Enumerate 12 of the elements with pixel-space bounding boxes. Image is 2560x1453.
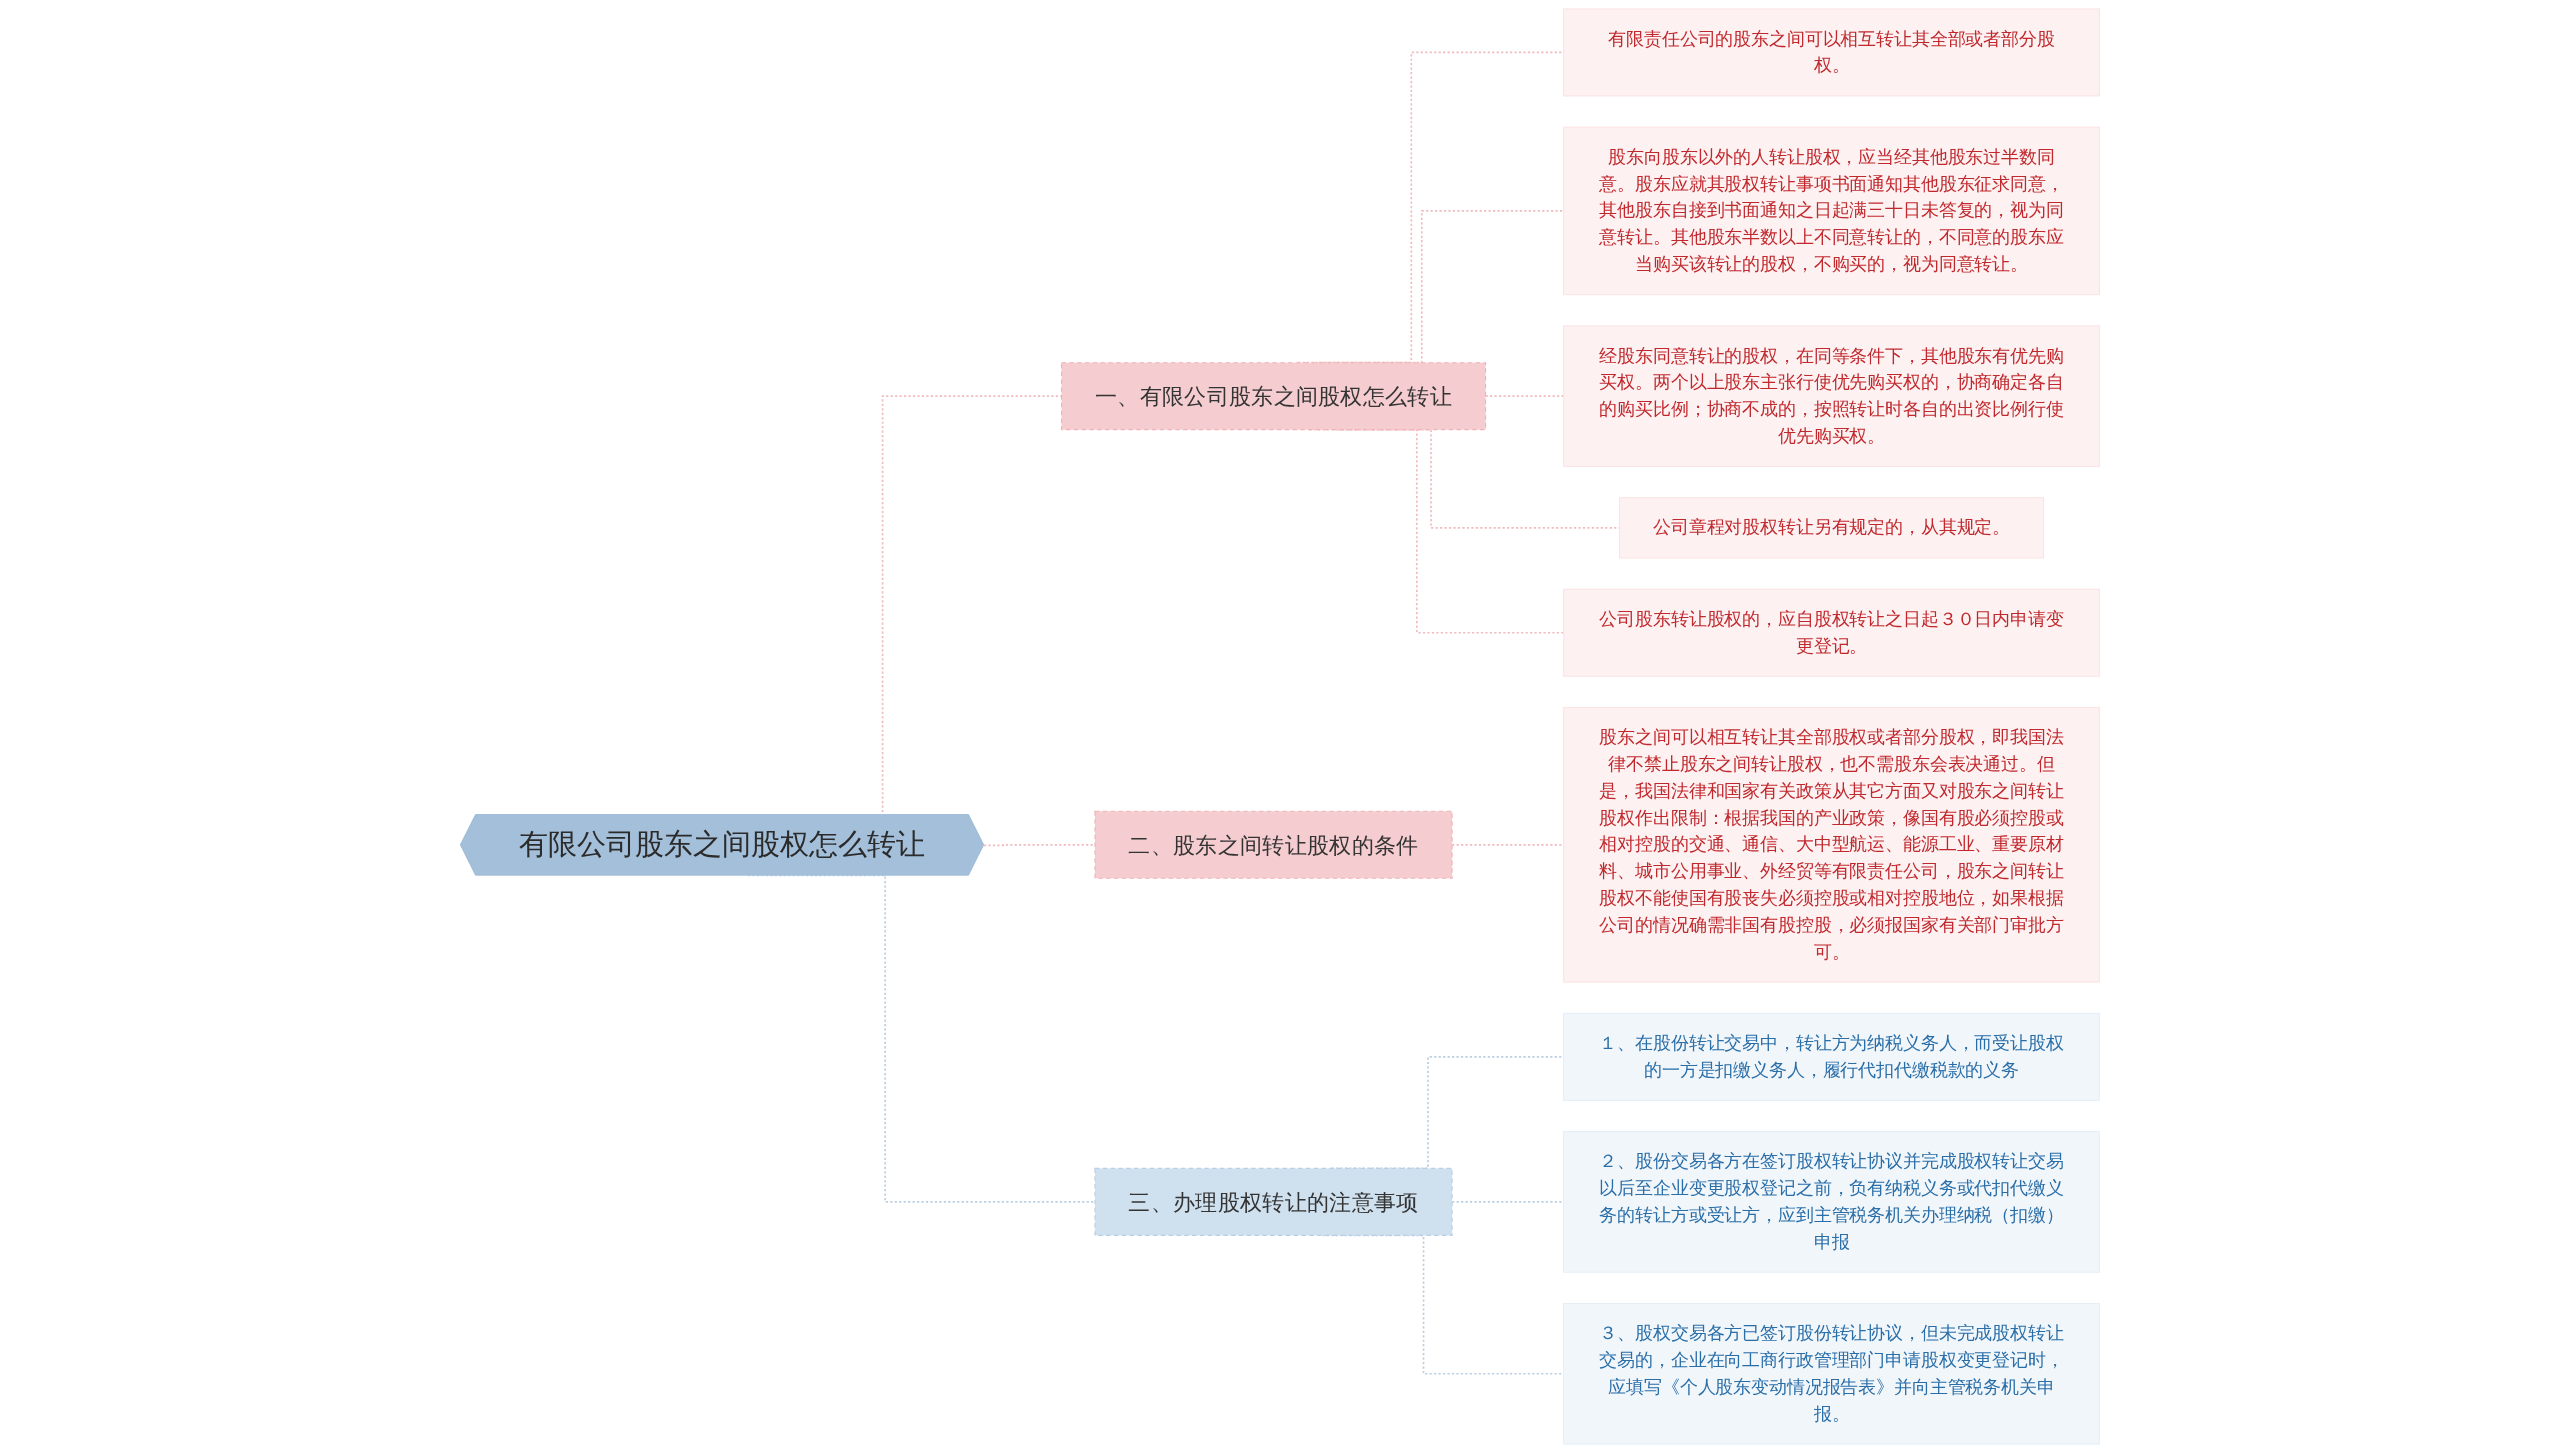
node-box: 有限责任公司的股东之间可以相互转让其全部或者部分股权。 (1563, 8, 2100, 97)
node-box: 公司股东转让股权的，应自股权转让之日起３０日内申请变更登记。 (1563, 588, 2100, 677)
node-box: 股东向股东以外的人转让股权，应当经其他股东过半数同意。股东应就其股权转让事项书面通知其他股东征求同意，其他股东自接到书面通知之日起满三十日未答复的，视为同意转让。其他股东半数以上不同意转让的，不同意的股东应当购买该转让的股权，不购买的，视为同意转让。 (1563, 126, 2100, 296)
node-box: 股东之间可以相互转让其全部股权或者部分股权，即我国法律不禁止股东之间转让股权，也不需股东会表决通过。但是，我国法律和国家有关政策从其它方面又对股东之间转让股权作出限制：根据我国的产业政策，像国有股必须控股或相对控股的交通、通信、大中型航运、能源工业、重要原材料、城市公用事业、外经贸等有限责任公司，股东之间转让股权不能使国有股丧失必须控股或相对控股地位，如果根据公司的情况确需非国有股控股，必须报国家有关部门审批方可。 (1563, 706, 2100, 983)
node-box: ２、股份交易各方在签订股权转让协议并完成股权转让交易以后至企业变更股权登记之前，负有纳税义务或代扣代缴义务的转让方或受让方，应到主管税务机关办理纳税（扣缴）申报 (1563, 1131, 2100, 1273)
node-box: 经股东同意转让的股权，在同等条件下，其他股东有优先购买权。两个以上股东主张行使优先购买权的，协商确定各自的购买比例；协商不成的，按照转让时各自的出资比例行使优先购买权。 (1563, 325, 2100, 468)
node-box: 二、股东之间转让股权的条件 (1094, 810, 1453, 879)
node-box: ３、股权交易各方已签订股份转让协议，但未完成股权转让交易的，企业在向工商行政管理部门申请股权变更登记时，应填写《个人股东变动情况报告表》并向主管税务机关申报。 (1563, 1302, 2100, 1445)
node-box: 一、有限公司股东之间股权怎么转让 (1060, 362, 1487, 431)
node-box: 公司章程对股权转让另有规定的，从其规定。 (1618, 497, 2045, 559)
node-box: 三、办理股权转让的注意事项 (1094, 1167, 1453, 1236)
node-box: １、在股份转让交易中，转让方为纳税义务人，而受让股权的一方是扣缴义务人，履行代扣代缴税款的义务 (1563, 1012, 2100, 1101)
